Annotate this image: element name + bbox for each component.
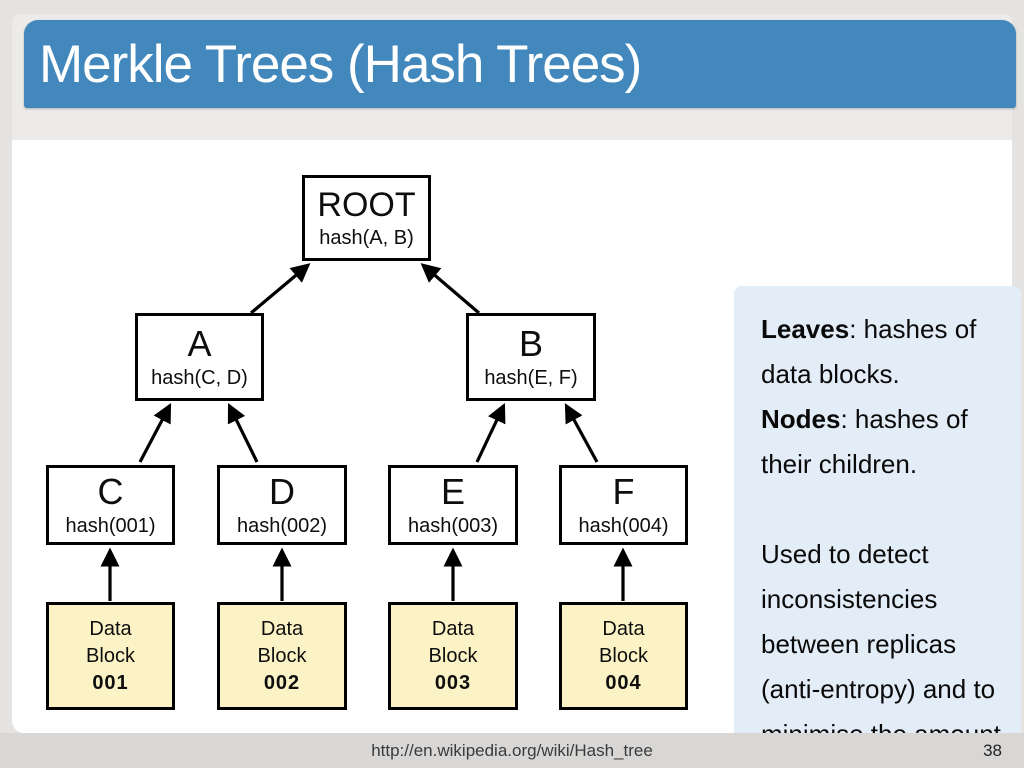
notes-panel: Leaves: hashes of data blocks. Nodes: ha… (734, 286, 1021, 768)
data-block-line2: Block (428, 644, 478, 667)
data-block-line1: Data (431, 617, 475, 640)
data-block-line1: Data (89, 617, 132, 640)
footer-url: http://en.wikipedia.org/wiki/Hash_tree (371, 741, 653, 760)
node-label: D (269, 470, 295, 512)
data-block-004: Data Block 004 (559, 602, 688, 710)
tree-node-f: F hash(004) (559, 465, 688, 545)
leaves-term: Leaves (761, 314, 850, 344)
node-hash: hash(002) (236, 514, 328, 537)
data-block-line2: Block (599, 644, 648, 667)
node-label: B (518, 322, 543, 364)
slide-title: Merkle Trees (Hash Trees) (39, 34, 642, 94)
data-block-002: Data Block 002 (217, 602, 347, 710)
node-label: E (440, 470, 465, 512)
data-block-001: Data Block 001 (46, 602, 175, 710)
node-label: F (612, 470, 635, 512)
data-block-number: 001 (92, 671, 129, 694)
node-hash: hash(004) (578, 514, 669, 537)
data-block-line2: Block (257, 644, 307, 667)
notes-leaves-definition: Leaves: hashes of data blocks. (761, 307, 1003, 397)
node-hash: hash(C, D) (151, 366, 248, 389)
node-hash: hash(A, B) (319, 226, 414, 249)
tree-node-a: A hash(C, D) (135, 313, 264, 401)
data-block-number: 002 (263, 671, 301, 694)
node-hash: hash(E, F) (484, 366, 578, 389)
tree-node-b: B hash(E, F) (466, 313, 596, 401)
data-block-line1: Data (602, 617, 645, 640)
tree-node-c: C hash(001) (46, 465, 175, 545)
node-label: A (187, 322, 212, 364)
data-block-number: 003 (434, 671, 472, 694)
node-label: ROOT (317, 185, 416, 224)
slide-content-area: Leaves: hashes of data blocks. Nodes: ha… (12, 140, 1021, 768)
slide-footer: http://en.wikipedia.org/wiki/Hash_tree 3… (0, 733, 1024, 768)
tree-node-e: E hash(003) (388, 465, 518, 545)
nodes-term: Nodes (761, 404, 841, 434)
leaves-text: : hashes of data blocks. (761, 314, 977, 389)
notes-nodes-definition: Nodes: hashes of their children. (761, 397, 1003, 487)
data-block-line1: Data (260, 617, 304, 640)
data-block-number: 004 (605, 671, 642, 694)
slide-title-bar: Merkle Trees (Hash Trees) (24, 20, 1016, 108)
tree-node-d: D hash(002) (217, 465, 347, 545)
data-block-line2: Block (86, 644, 135, 667)
node-hash: hash(001) (65, 514, 156, 537)
data-block-003: Data Block 003 (388, 602, 518, 710)
tree-node-root: ROOT hash(A, B) (302, 175, 431, 261)
page-number: 38 (983, 741, 1002, 760)
node-hash: hash(003) (407, 514, 499, 537)
node-label: C (97, 470, 124, 512)
nodes-text: : hashes of their children. (761, 404, 968, 479)
